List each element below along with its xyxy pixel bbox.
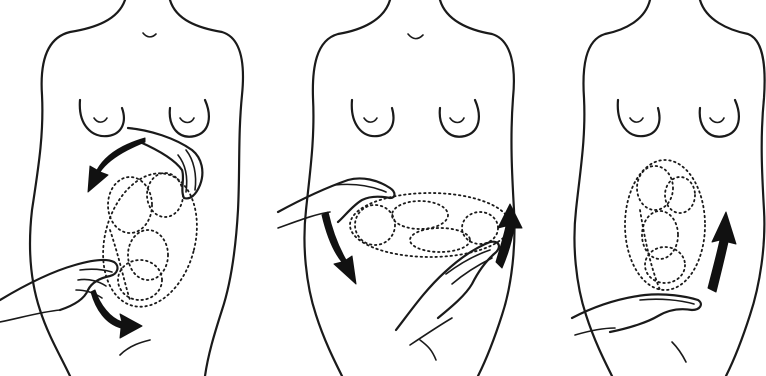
arrow-up: [708, 212, 736, 292]
breast-right: [700, 100, 739, 137]
nipple-left: [94, 118, 107, 122]
arrow-up-right: [496, 204, 522, 268]
panel-3: [572, 0, 765, 376]
breast-left: [80, 100, 124, 136]
hand-upper: [128, 128, 202, 198]
panel-1: [0, 0, 243, 376]
breast-right: [170, 100, 209, 137]
torso-outline-left: [574, 0, 650, 376]
nipple-left: [364, 118, 377, 122]
fetus-outline-2: [350, 193, 510, 257]
hand-lower: [396, 242, 499, 330]
nipple-left: [630, 118, 643, 122]
nipple-right: [180, 118, 194, 123]
navel-mark: [143, 33, 156, 37]
torso-outline-right: [700, 0, 765, 376]
arrow-curved-lower: [91, 290, 142, 338]
pubic-line: [120, 340, 150, 355]
breast-right: [440, 100, 479, 137]
hand-lower: [572, 294, 701, 332]
breast-left: [352, 100, 394, 136]
navel-mark: [408, 34, 423, 39]
fetus-outline-3: [625, 160, 705, 290]
panel-2: [278, 0, 522, 376]
pubic-line: [420, 340, 436, 360]
torso-outline-right: [440, 0, 515, 376]
fetus-outline-1: [89, 163, 211, 318]
nipple-right: [450, 118, 464, 123]
pubic-line: [672, 342, 686, 362]
nipple-right: [710, 118, 724, 123]
torso-outline-right: [170, 0, 243, 376]
breast-left: [618, 100, 660, 136]
